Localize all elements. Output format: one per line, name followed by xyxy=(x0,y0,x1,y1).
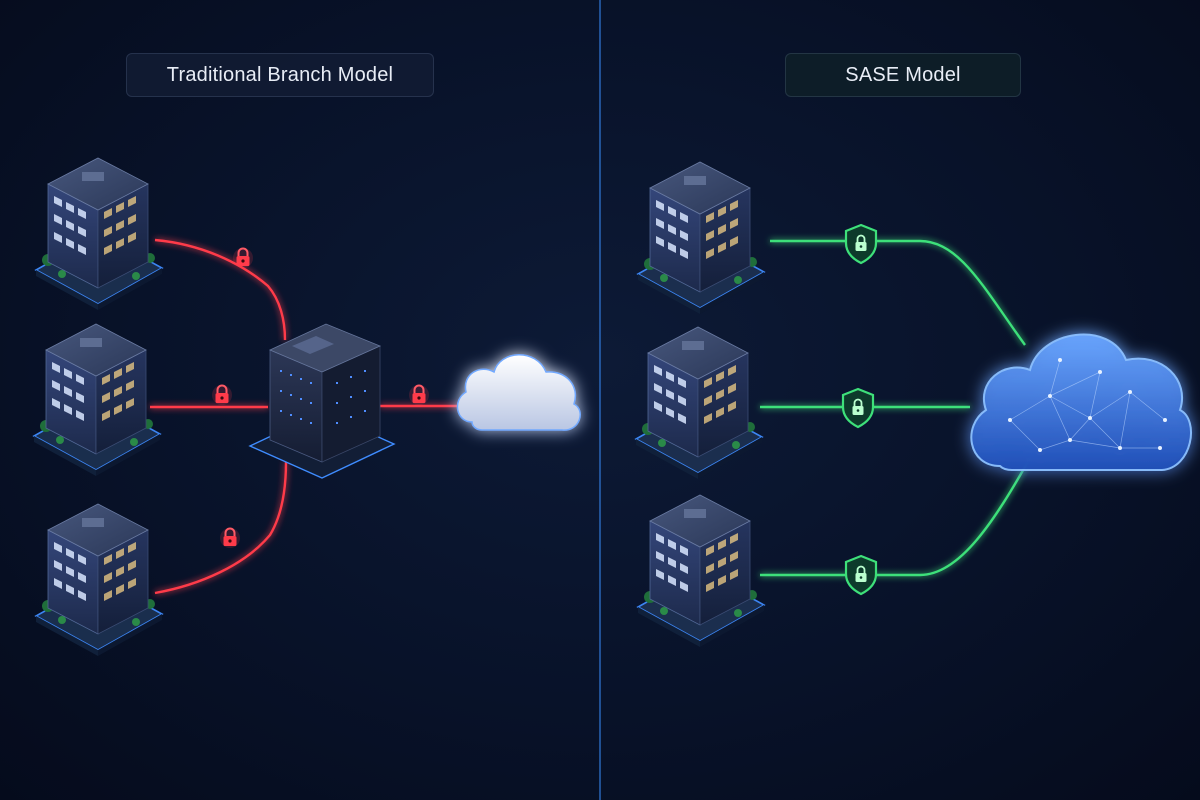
sase-cloud-icon xyxy=(970,333,1192,471)
lock-icon xyxy=(211,384,233,406)
branch-office-2 xyxy=(33,323,161,477)
branch-3-to-hub-link xyxy=(154,461,288,595)
lock-icon xyxy=(232,247,254,269)
sase-shield-icons xyxy=(841,223,878,596)
data-center-hub xyxy=(248,323,396,479)
shield-lock-icon xyxy=(844,223,878,265)
branch-3-to-cloud-link xyxy=(760,457,1032,577)
traditional-model-title: Traditional Branch Model xyxy=(126,53,434,97)
branch-1-to-cloud-link xyxy=(770,239,1026,346)
branch-office-3 xyxy=(637,494,765,648)
lock-icon xyxy=(219,527,241,549)
shield-lock-icon xyxy=(841,387,875,429)
branch-office-1 xyxy=(637,161,765,315)
branch-1-to-hub-link xyxy=(154,238,287,341)
sase-model-title: SASE Model xyxy=(785,53,1021,97)
traditional-links xyxy=(150,238,462,595)
shield-lock-icon xyxy=(844,554,878,596)
branch-office-2 xyxy=(635,326,763,480)
branch-office-1 xyxy=(35,157,163,311)
cloud-icon xyxy=(456,354,581,431)
branch-office-3 xyxy=(35,503,163,657)
lock-icon xyxy=(408,384,430,406)
